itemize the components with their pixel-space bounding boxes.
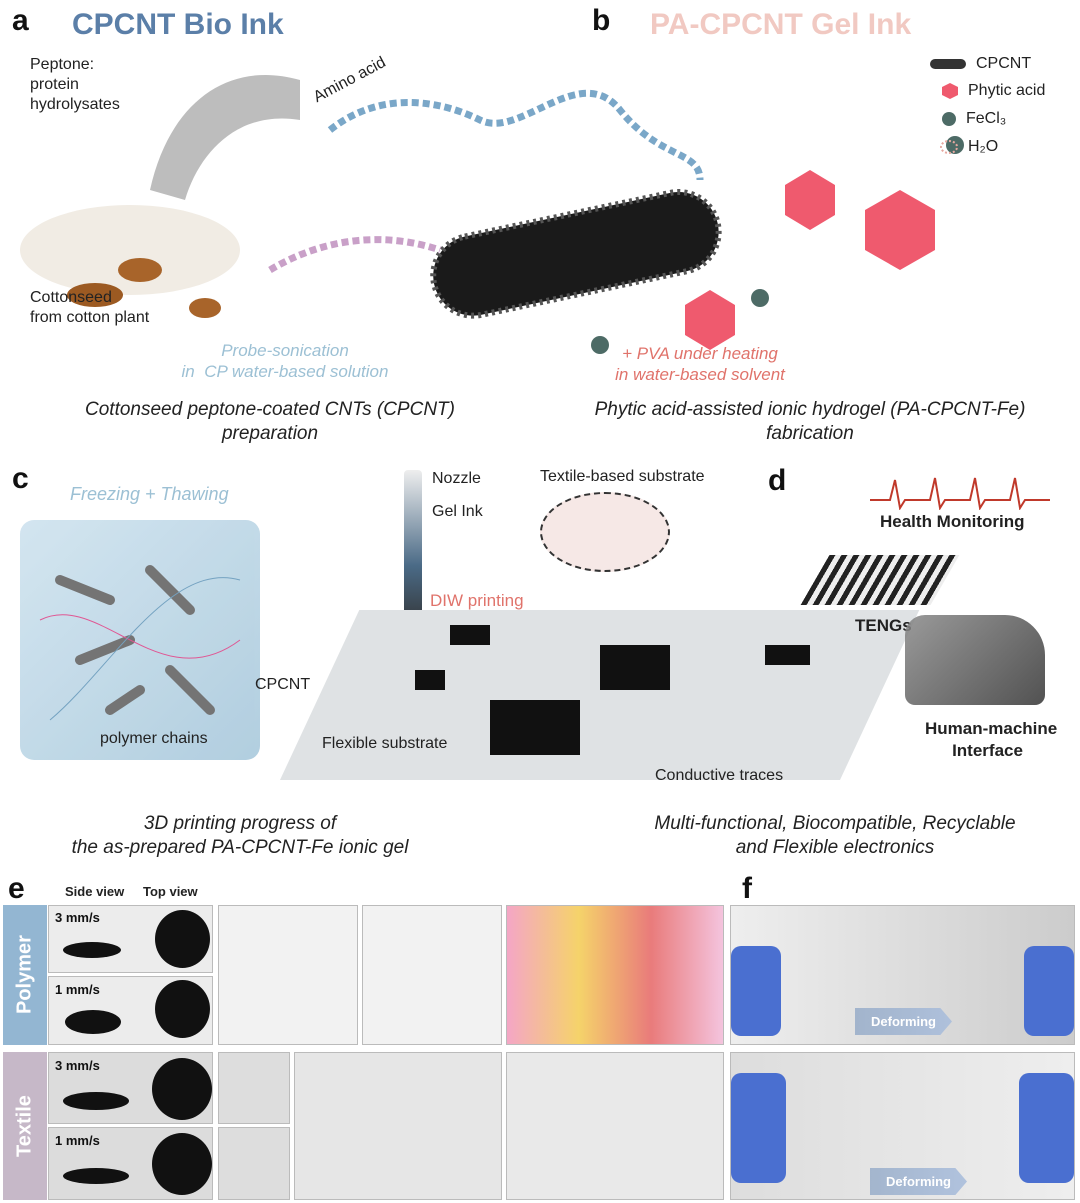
nozzle-label: Nozzle [432,470,481,487]
legend-label: Phytic acid [968,82,1046,99]
bio-ink-title: CPCNT Bio Ink [72,8,284,41]
legend-item-cpcnt: CPCNT [930,55,1031,73]
phytic-acid-icon [942,83,958,99]
polymer-label: Polymer [13,935,36,1015]
legend-label: FeCl₃ [966,110,1007,127]
fecl3-ion [591,336,609,354]
amino-acid-chain [268,236,442,274]
flexible-substrate-label: Flexible substrate [322,735,448,752]
textile-circuit-photo [506,1052,724,1200]
conductive-traces-label: Conductive traces [655,767,784,784]
glove [731,1073,786,1183]
gel-ink-title: PA-CPCNT Gel Ink [650,8,912,41]
amino-acid-chain [327,89,704,181]
textile-spiral-photo [218,1127,290,1200]
droplet-top [155,980,210,1038]
cpcnt-icon [930,59,966,69]
fecl3-ion [751,289,769,307]
legend-label: H₂O [968,138,999,155]
health-monitoring-label: Health Monitoring [880,512,1025,531]
water-icon [940,140,958,154]
polymer-circuit-photo [218,905,358,1045]
caption-c: 3D printing progress of the as-prepared … [71,813,409,858]
peptone-helix [150,74,300,200]
diw-printing-label: DIW printing [430,591,524,610]
speed-label: 1 mm/s [55,1133,100,1148]
caption-b: Phytic acid-assisted ionic hydrogel (PA-… [594,399,1026,444]
deforming-arrow: Deforming [855,1008,952,1035]
phytic-acid-molecule [865,190,935,270]
floral-circuit-photo [506,905,724,1045]
chip [765,645,810,665]
droplet-side [63,1168,129,1184]
tengs-label: TENGs [855,616,912,635]
chip [450,625,490,645]
speed-label: 1 mm/s [55,982,100,997]
panel-label-f: f [742,872,752,905]
chip [490,700,580,755]
glove [731,946,781,1036]
cottonseed [189,298,221,318]
cottonseed [67,283,123,307]
robotic-arm [905,615,1045,705]
droplet-side [65,1010,121,1034]
glove [1019,1073,1074,1183]
pva-process: + PVA under heating in water-based solve… [615,344,785,384]
teng-device [800,555,960,605]
legend-label: CPCNT [976,55,1032,72]
sonication-process: Probe-sonication in CP water-based solut… [181,341,389,381]
panel-label-d: d [768,464,787,497]
printing-nozzle [404,470,422,630]
hydrogel-cube [20,520,260,760]
polymer-chains-label: polymer chains [100,730,208,747]
textile-deforming-photo [730,1052,1075,1200]
legend-item-phytic-acid: Phytic acid [942,82,1045,100]
peptone-label: Peptone: protein hydrolysates [30,56,120,113]
panel-label-b: b [592,4,611,37]
polymer-band: Polymer [3,905,47,1045]
legend-item-fecl3: FeCl₃ [942,110,1006,128]
droplet-side [63,1092,129,1110]
side-view-header: Side view [65,884,125,899]
top-view-header: Top view [143,884,198,899]
textile-substrate-label: Textile-based substrate [540,468,705,485]
flexible-substrate [280,610,920,780]
hmi-label: Human-machine Interface [925,719,1058,760]
textile-spiral-photo [218,1052,290,1124]
glove [1024,946,1074,1036]
freezing-label: Freezing + Thawing [70,484,229,504]
speed-label: 3 mm/s [55,910,100,925]
phytic-acid-molecule [685,290,735,350]
droplet-top [152,1058,212,1120]
cpcnt-label: CPCNT [255,676,311,693]
panel-label-c: c [12,462,29,495]
gel-ink-label: Gel Ink [432,503,483,520]
droplet-top [155,910,210,968]
carbon-nanotube [430,189,722,319]
legend-item-water: H₂O [940,138,998,156]
polymer-circuit-bent-photo [362,905,502,1045]
droplet-top [152,1133,212,1195]
deforming-arrow: Deforming [870,1168,967,1195]
chip [415,670,445,690]
panel-label-e: e [8,872,25,905]
fecl3-icon [942,112,956,126]
phytic-acid-molecule [785,170,835,230]
cottonseed [118,258,162,282]
textile-label: Textile [13,1095,36,1157]
chip [600,645,670,690]
caption-d: Multi-functional, Biocompatible, Recycla… [654,813,1016,858]
textile-band: Textile [3,1052,47,1200]
speed-label: 3 mm/s [55,1058,100,1073]
ecg-waveform-icon [870,477,1050,510]
cottonseed-label: Cottonseed from cotton plant [30,289,150,326]
caption-a: Cottonseed peptone-coated CNTs (CPCNT) p… [85,399,455,444]
textile-pattern-photo [294,1052,502,1200]
textile-zoom-inset [540,492,670,572]
droplet-side [63,942,121,958]
molecular-illustration [20,74,964,354]
cotton-fiber [20,205,240,295]
panel-label-a: a [12,4,29,37]
